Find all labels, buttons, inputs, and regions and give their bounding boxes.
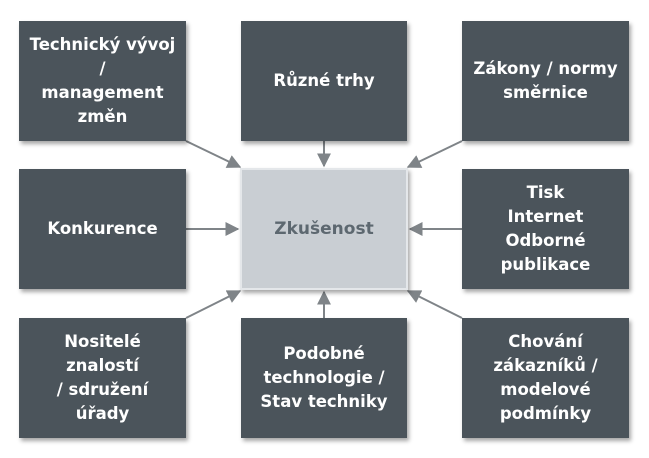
box-line: Internet xyxy=(507,207,584,226)
arrow-top-right xyxy=(406,140,463,168)
box-line: podmínky xyxy=(499,404,592,423)
box-line: / sdružení xyxy=(56,380,149,399)
box-line: Technický vývoj / xyxy=(29,35,176,78)
box-line: management xyxy=(41,83,164,102)
arrow-bottom-left xyxy=(185,290,242,319)
box-line: Tisk xyxy=(526,183,565,202)
box-line: Odborné xyxy=(505,231,586,250)
box-line: směrnice xyxy=(503,83,588,102)
box-line: Stav techniky xyxy=(260,392,388,411)
box-various-markets: Různé trhy xyxy=(241,21,407,141)
box-line: změn xyxy=(77,107,128,126)
center-label: Zkušenost xyxy=(274,219,374,239)
box-knowledge-holders: Nositelé znalostí / sdružení úřady xyxy=(19,318,186,438)
box-press-internet: Tisk Internet Odborné publikace xyxy=(462,169,629,289)
box-line: Podobné xyxy=(283,344,365,363)
box-competition: Konkurence xyxy=(19,169,186,289)
box-line: Různé trhy xyxy=(273,71,375,90)
box-laws-norms: Zákony / normy směrnice xyxy=(462,21,629,141)
box-line: technologie / xyxy=(263,368,385,387)
center-box-experience: Zkušenost xyxy=(240,168,408,290)
arrow-bottom-right xyxy=(406,290,463,319)
box-line: úřady xyxy=(75,404,130,423)
box-line: Konkurence xyxy=(47,219,158,238)
box-technical-development: Technický vývoj / management změn xyxy=(19,21,186,141)
box-line: modelové xyxy=(500,380,591,399)
box-customer-behavior: Chování zákazníků / modelové podmínky xyxy=(462,318,629,438)
box-line: Zákony / normy xyxy=(473,59,618,78)
box-line: publikace xyxy=(500,255,591,274)
box-line: Chování xyxy=(508,332,583,351)
box-similar-technologies: Podobné technologie / Stav techniky xyxy=(241,318,407,438)
box-line: zákazníků / xyxy=(493,356,598,375)
arrow-top-left xyxy=(185,140,242,168)
box-line: Nositelé znalostí xyxy=(64,332,141,375)
